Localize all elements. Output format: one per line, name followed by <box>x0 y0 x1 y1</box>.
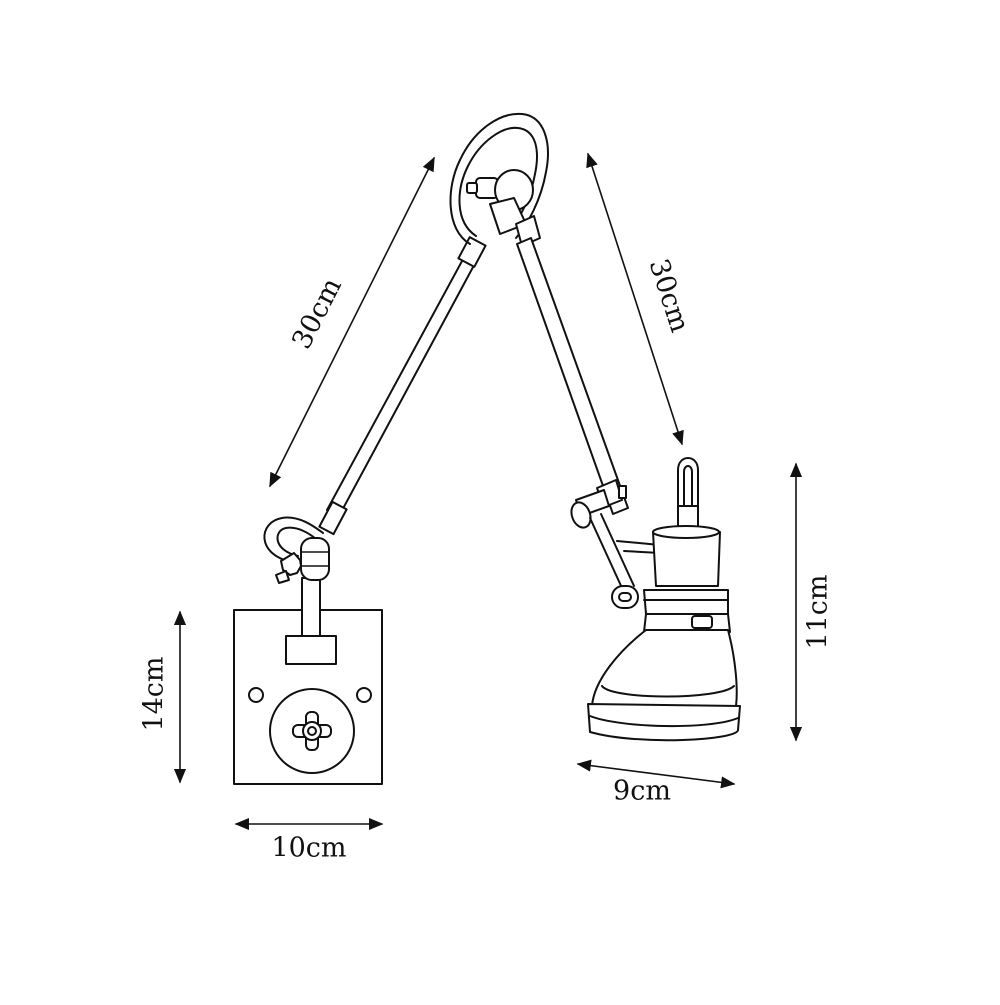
label-shade-width: 9cm <box>613 776 671 807</box>
dimension-shade-height: 11cm <box>789 462 834 742</box>
label-shade-height: 11cm <box>803 574 834 649</box>
lamp-shade <box>587 457 741 742</box>
base-knuckle <box>263 516 330 584</box>
dimension-lower-arm: 30cm <box>586 152 696 446</box>
dimension-base-width: 10cm <box>234 817 384 864</box>
wall-lamp-drawing <box>233 112 741 785</box>
label-base-width: 10cm <box>271 833 346 864</box>
upper-arm-rod <box>318 236 487 536</box>
dimension-shade-width: 9cm <box>576 759 736 807</box>
top-hinge <box>449 112 549 247</box>
dimension-base-height: 14cm <box>139 610 187 784</box>
lower-arm-rod <box>516 237 661 589</box>
label-base-height: 14cm <box>139 656 170 731</box>
label-lower-arm: 30cm <box>643 255 696 336</box>
dimension-upper-arm: 30cm <box>269 156 435 488</box>
wall-base-plate <box>233 609 383 785</box>
base-stem <box>301 577 321 637</box>
label-upper-arm: 30cm <box>286 273 348 354</box>
